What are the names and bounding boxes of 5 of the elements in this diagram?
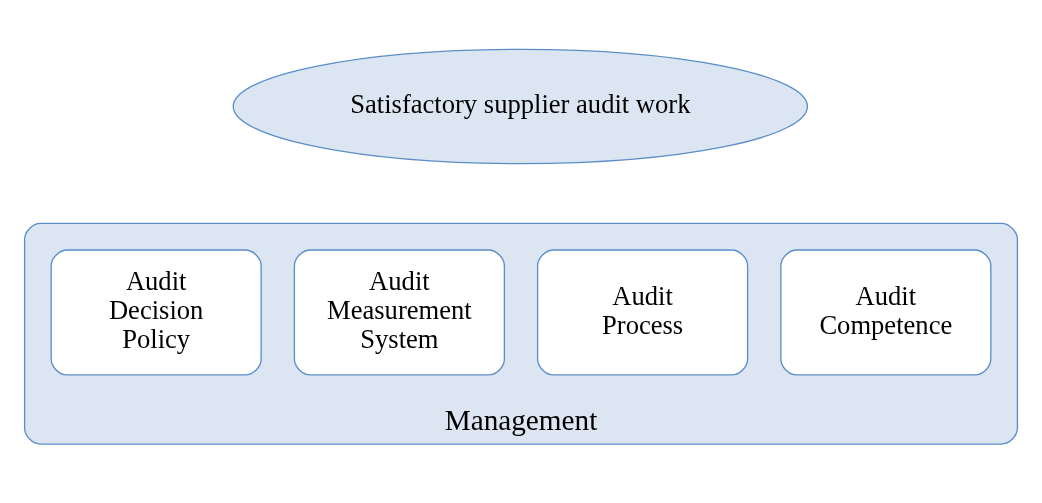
node-box: Audit Competence [780,248,992,376]
node-ellipse: Satisfactory supplier audit work [232,48,809,164]
node-box: Audit Measurement System [293,248,506,376]
node-box: Audit Decision Policy [50,248,262,376]
node-box: Audit Process [536,248,749,376]
